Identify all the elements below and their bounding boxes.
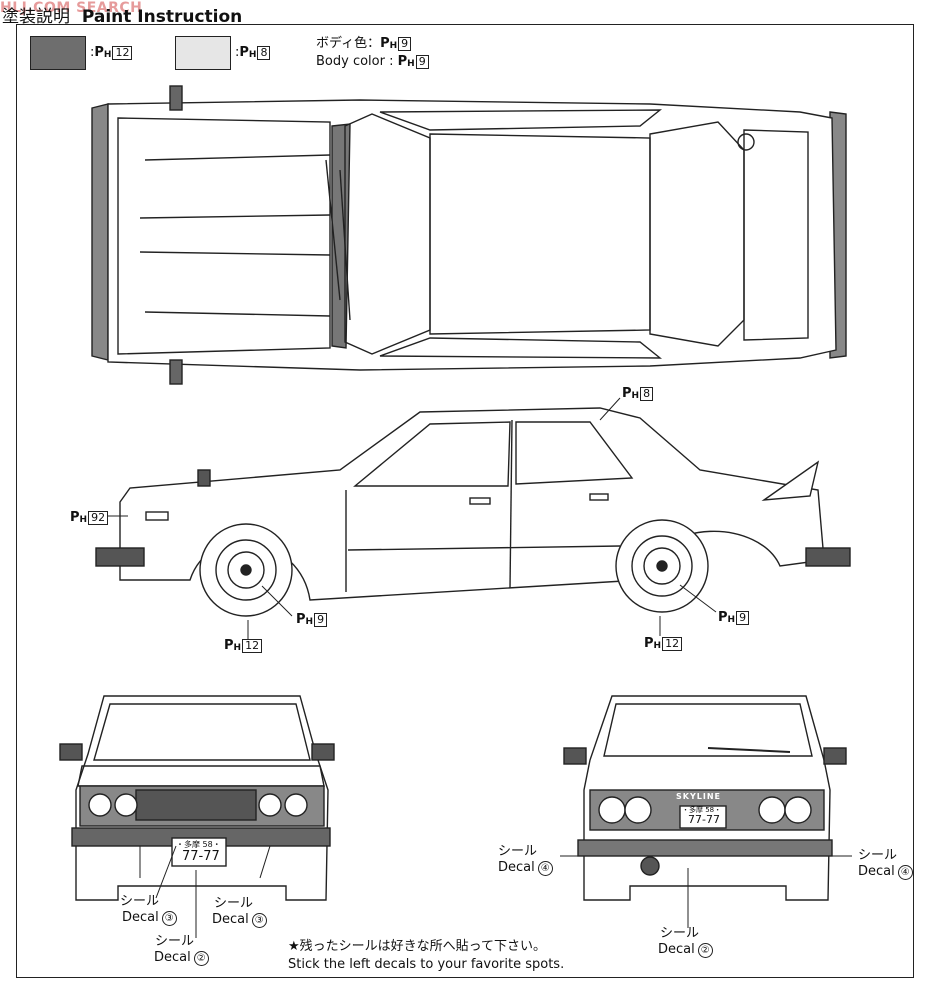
note-jp: ★残ったシールは好きな所へ貼って下さい。 <box>288 939 547 954</box>
dark-color-swatch <box>30 36 86 70</box>
top-hood <box>117 117 331 355</box>
top-front-bumper <box>91 103 109 361</box>
rear-view-car <box>560 695 852 928</box>
rear-mirror-right <box>823 747 847 765</box>
rear-plate-top: ・多摩 58・ <box>682 806 722 814</box>
side-headlight <box>145 511 169 521</box>
top-cowl <box>331 123 351 349</box>
top-side-window-upper <box>379 109 663 131</box>
sheet-frame <box>16 24 914 978</box>
decal-4-left-jp: シール <box>498 844 538 859</box>
side-view-car <box>95 397 851 640</box>
front-windshield <box>93 703 311 761</box>
front-view-car <box>59 695 335 938</box>
watermark: HLJ.COM SEARCH <box>0 0 143 16</box>
rear-mirror-left <box>563 747 587 765</box>
side-rear-bumper <box>805 547 851 567</box>
decal-3-right-jp: シール <box>214 896 254 911</box>
rear-plate-number: 77-77 <box>688 813 720 826</box>
page-title: 塗装説明 Paint Instruction <box>2 2 242 27</box>
side-spoiler <box>761 460 820 501</box>
rear-plate <box>679 805 727 829</box>
side-front-bumper <box>95 547 145 567</box>
front-plate <box>171 837 227 867</box>
rear-badge: SKYLINE <box>676 792 721 801</box>
rear-exhaust <box>640 856 660 876</box>
decal-3-left-jp: シール <box>120 894 160 909</box>
front-plate-top: ・多摩 58・ <box>176 840 221 849</box>
top-fuel-cap <box>737 133 755 151</box>
light-color-swatch <box>175 36 231 70</box>
leftover-decals-note: ★残ったシールは好きな所へ貼って下さい。 Stick the left deca… <box>288 938 564 974</box>
front-mirror-right <box>311 743 335 761</box>
front-grille <box>135 789 257 821</box>
top-mirror-right <box>169 359 183 385</box>
title-en: Paint Instruction <box>81 7 243 27</box>
top-body-outline <box>107 99 837 371</box>
decal-4-right-jp: シール <box>858 848 898 863</box>
top-mirror-left <box>169 85 183 111</box>
side-front-window <box>353 421 511 487</box>
rear-window <box>603 703 813 757</box>
side-door-handle-rear <box>589 493 609 501</box>
note-en: Stick the left decals to your favorite s… <box>288 957 565 972</box>
side-mirror <box>197 469 211 487</box>
title-jp: 塗装説明 <box>2 7 70 27</box>
front-mirror-left <box>59 743 83 761</box>
side-door-handle-front <box>469 497 491 505</box>
front-plate-number: 77-77 <box>182 849 220 864</box>
decal-2-front-jp: シール <box>155 934 195 949</box>
top-view-car <box>91 85 847 385</box>
side-rear-window <box>515 421 634 485</box>
side-rear-wheel <box>615 519 709 613</box>
top-side-window-lower <box>379 337 663 359</box>
rear-bumper <box>577 839 833 857</box>
top-trunk <box>743 129 809 341</box>
decal-2-rear-jp: シール <box>660 926 700 941</box>
